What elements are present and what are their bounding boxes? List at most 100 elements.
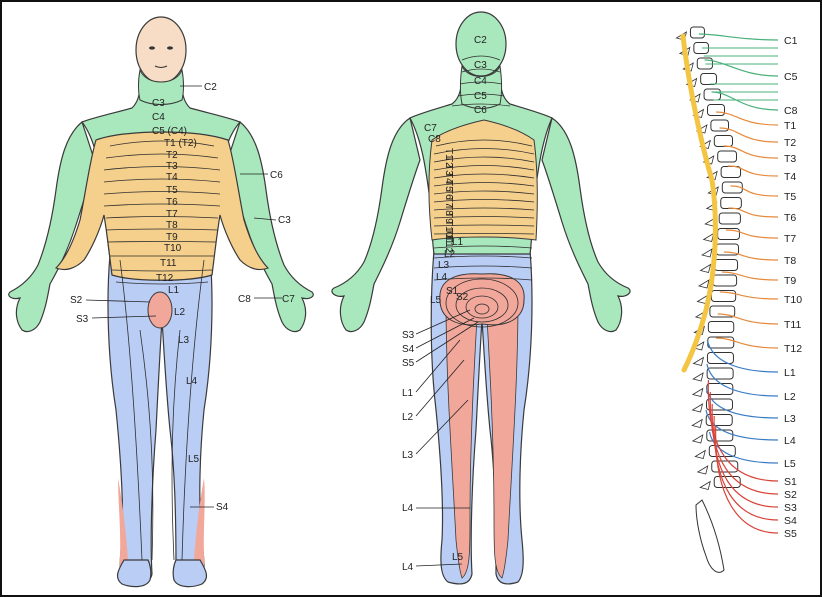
back-label-t3: T3 bbox=[443, 164, 454, 176]
spine-label-t6: T6 bbox=[784, 212, 796, 224]
back-label-L5: L5 bbox=[452, 552, 464, 563]
spinous-process bbox=[691, 387, 704, 397]
back-label-c3: C3 bbox=[474, 60, 487, 71]
nerve-root-l2 bbox=[706, 363, 779, 397]
spinous-process bbox=[699, 263, 712, 273]
spine-label-t5: T5 bbox=[784, 191, 796, 203]
sacrum bbox=[695, 499, 725, 573]
front-label-c5c4: C5 (C4) bbox=[152, 126, 187, 137]
vertebra bbox=[703, 88, 721, 101]
spine-label-t12: T12 bbox=[784, 343, 802, 355]
front-labels: C2 C3 C4 C5 (C4) T1 (T2) T2 T3 T4 T5 T6 … bbox=[70, 82, 295, 513]
spine-label-t1: T1 bbox=[784, 120, 796, 132]
back-label-s1: S1 bbox=[446, 286, 459, 297]
front-label-s2: S2 bbox=[70, 295, 83, 306]
back-dermatome-lines bbox=[433, 55, 535, 328]
front-label-c4: C4 bbox=[152, 112, 165, 123]
front-label-l2: L2 bbox=[174, 307, 186, 318]
vertebra bbox=[689, 26, 705, 39]
back-label-c8: C8 bbox=[428, 134, 441, 145]
back-label-t9: T9 bbox=[443, 212, 454, 224]
front-neck-green bbox=[138, 68, 184, 105]
front-label-t6: T6 bbox=[166, 197, 178, 208]
nerve-root-t3 bbox=[723, 145, 779, 159]
nerve-root-t11 bbox=[717, 313, 779, 325]
back-label-t1: T1 bbox=[443, 148, 454, 160]
spine-label-t2: T2 bbox=[784, 137, 796, 149]
front-label-t4: T4 bbox=[166, 172, 178, 183]
spinous-process bbox=[699, 480, 711, 490]
spine-label-l3: L3 bbox=[784, 413, 796, 425]
nerve-root-t10 bbox=[719, 291, 779, 300]
nerve-root-c8 bbox=[711, 91, 779, 111]
back-buttocks bbox=[439, 273, 525, 326]
nerve-root-c1 bbox=[698, 33, 779, 41]
front-s1-right-ankle bbox=[193, 478, 205, 582]
vertebra bbox=[718, 212, 741, 225]
front-mouth bbox=[154, 65, 168, 68]
spinous-process bbox=[691, 403, 704, 413]
front-label-c8: C8 bbox=[238, 294, 251, 305]
spine-label-l2: L2 bbox=[784, 391, 796, 403]
vertebra bbox=[714, 259, 739, 271]
nerve-root-c5 bbox=[704, 59, 779, 77]
back-label-t10: T10 bbox=[443, 220, 454, 238]
nerve-root-t6 bbox=[728, 207, 779, 218]
front-label-t12: T12 bbox=[156, 273, 174, 284]
nerve-root-s5 bbox=[715, 425, 779, 534]
vertebra bbox=[721, 181, 743, 194]
nerve-root-t5 bbox=[730, 185, 779, 197]
spine-label-t8: T8 bbox=[784, 255, 796, 267]
spinous-process bbox=[701, 248, 713, 258]
spine-label-t9: T9 bbox=[784, 275, 796, 287]
front-label-t2: T2 bbox=[166, 150, 178, 161]
vertebra bbox=[709, 305, 736, 318]
back-label-c6: C6 bbox=[474, 105, 487, 116]
back-label-L4-upper: L4 bbox=[402, 503, 414, 514]
spine-label-s1: S1 bbox=[784, 476, 797, 488]
back-left-arm bbox=[331, 117, 421, 333]
front-left-eye bbox=[149, 46, 155, 50]
front-s1-left-ankle bbox=[118, 478, 129, 582]
spine-label-l5: L5 bbox=[784, 458, 796, 470]
spinous-process bbox=[692, 372, 704, 382]
front-label-l3: L3 bbox=[178, 335, 190, 346]
vertebra bbox=[707, 321, 735, 333]
back-label-L2: L2 bbox=[402, 412, 414, 423]
front-dermatome-lines bbox=[103, 140, 221, 561]
nerve-root-s4 bbox=[713, 415, 779, 521]
spine-label-s3: S3 bbox=[784, 502, 797, 514]
front-label-c7: C7 bbox=[282, 294, 295, 305]
back-label-L3: L3 bbox=[402, 450, 414, 461]
front-label-t1t2: T1 (T2) bbox=[164, 138, 197, 149]
front-right-eye bbox=[167, 46, 173, 50]
back-label-c7: C7 bbox=[424, 123, 437, 134]
spine-label-t11: T11 bbox=[784, 319, 801, 331]
spinous-process bbox=[702, 232, 715, 242]
front-label-c3-arm: C3 bbox=[278, 215, 291, 226]
back-label-l5: L5 bbox=[430, 295, 442, 306]
spine-label-t4: T4 bbox=[784, 171, 796, 183]
nerve-root-t1 bbox=[716, 111, 779, 126]
spine-label-l1: L1 bbox=[784, 367, 796, 379]
front-label-l4: L4 bbox=[186, 376, 198, 387]
front-head-face bbox=[135, 16, 187, 84]
back-label-t2: T2 bbox=[443, 156, 454, 168]
back-label-l3: L3 bbox=[438, 260, 450, 271]
back-label-l2: L2 bbox=[444, 249, 456, 260]
vertebra bbox=[720, 166, 742, 178]
front-left-arm bbox=[8, 120, 97, 333]
back-label-L4-lower: L4 bbox=[402, 562, 414, 573]
back-label-s4: S4 bbox=[402, 344, 415, 355]
back-label-t6: T6 bbox=[443, 188, 454, 200]
nerve-root-l1 bbox=[706, 339, 779, 373]
front-label-t9: T9 bbox=[166, 232, 178, 243]
nerve-root-t12 bbox=[715, 337, 779, 349]
vertebra bbox=[710, 119, 730, 132]
back-labels: C2 C3 C4 C5 C6 C7 C8 T1T2T3T4T5T6T7T8T9T… bbox=[402, 35, 487, 573]
back-label-c2: C2 bbox=[474, 35, 487, 46]
front-figure bbox=[8, 16, 314, 588]
back-neck bbox=[460, 64, 502, 109]
